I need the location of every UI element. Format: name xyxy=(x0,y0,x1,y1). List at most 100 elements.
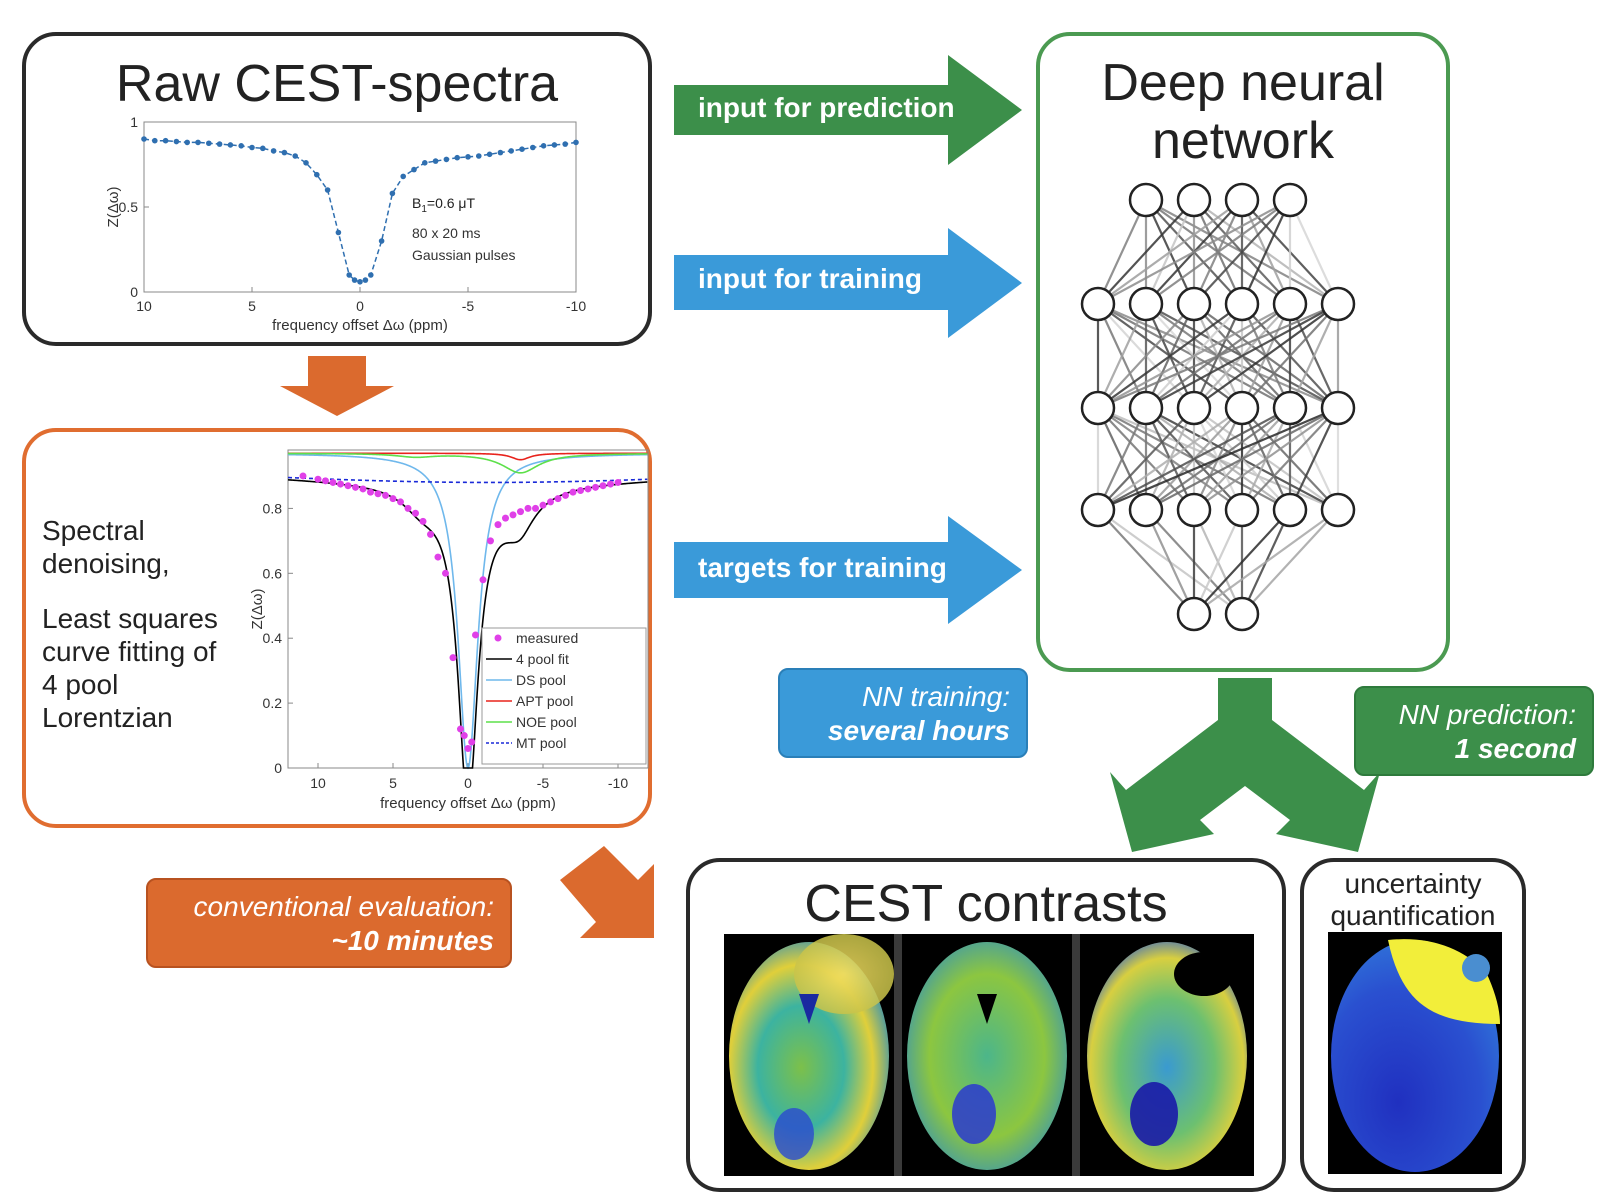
spectrum-point xyxy=(303,160,309,166)
spectrum-point xyxy=(270,148,277,154)
y-axis-label: Z(Δω) xyxy=(106,187,122,228)
uncertainty-panel: uncertainty quantification xyxy=(1300,858,1526,1192)
y-tick-label: 0.4 xyxy=(263,630,283,646)
contrasts-title: CEST contrasts xyxy=(804,875,1168,933)
x-tick-label: 5 xyxy=(248,298,256,314)
legend-label: measured xyxy=(516,630,578,646)
spectrum-point xyxy=(411,166,417,173)
annotation-b1: B1=0.6 μT xyxy=(412,195,476,215)
x-tick-label: -5 xyxy=(537,775,550,791)
x-tick-label: -10 xyxy=(608,775,628,791)
measured-point xyxy=(562,491,569,499)
measured-point xyxy=(464,745,472,753)
network-node xyxy=(1272,492,1308,528)
legend-box xyxy=(481,627,647,765)
network-node xyxy=(1080,492,1116,528)
measured-point xyxy=(577,487,584,495)
arrow-input-prediction xyxy=(674,55,1022,165)
network-node xyxy=(1272,390,1308,426)
legend-label: MT pool xyxy=(516,735,566,751)
nn-training-value: several hours xyxy=(827,715,1010,746)
plot-frame xyxy=(143,121,577,293)
spectrum-point xyxy=(260,145,266,152)
desc-line: 4 pool xyxy=(42,669,119,700)
measured-point xyxy=(367,488,374,496)
spectrum-point xyxy=(368,272,374,278)
network-edge xyxy=(1193,509,1243,615)
measured-point xyxy=(502,514,509,522)
spectrum-point xyxy=(152,137,158,144)
network-node xyxy=(1176,286,1212,322)
arrow-targets-training xyxy=(674,516,1022,624)
x-tick-label: 10 xyxy=(310,775,326,791)
x-axis-label: frequency offset Δω (ppm) xyxy=(272,317,448,334)
measured-point xyxy=(419,517,427,525)
measured-point xyxy=(592,483,599,491)
network-node xyxy=(1080,390,1116,426)
annotation-shape: Gaussian pulses xyxy=(412,247,516,263)
network-edge xyxy=(1193,199,1291,305)
spectrum-point xyxy=(314,171,320,178)
network-node xyxy=(1176,390,1212,426)
legend-label: NOE pool xyxy=(516,714,577,730)
spectrum-point xyxy=(227,142,234,148)
measured-point xyxy=(397,498,404,506)
network-edge xyxy=(1097,407,1243,511)
measured-point xyxy=(352,483,359,491)
network-node xyxy=(1272,286,1308,322)
spectrum-point xyxy=(562,141,568,147)
fit-description: Spectral denoising, Least squares curve … xyxy=(42,514,218,734)
measured-point xyxy=(359,485,367,493)
spectrum-point xyxy=(195,139,201,146)
network-edge xyxy=(1097,199,1291,305)
uncertainty-title: uncertainty quantification xyxy=(1304,868,1522,932)
spectrum-point xyxy=(184,139,190,146)
measured-point xyxy=(584,485,592,493)
network-edge xyxy=(1193,303,1339,409)
network-node xyxy=(1176,182,1212,218)
measured-point xyxy=(517,508,524,516)
network-edge xyxy=(1241,407,1339,511)
spectrum-point xyxy=(362,277,369,283)
measured-point xyxy=(494,521,502,529)
network-node xyxy=(1176,492,1212,528)
nn-training-time: NN training: several hours xyxy=(778,668,1028,758)
y-tick-label: 0.5 xyxy=(119,199,139,215)
network-edge xyxy=(1193,509,1291,615)
network-node xyxy=(1128,182,1164,218)
network-node xyxy=(1224,182,1260,218)
measured-point xyxy=(427,530,434,538)
network-edge xyxy=(1289,407,1339,511)
spectrum-point xyxy=(540,143,547,149)
arrow-diagonal-orange xyxy=(560,846,654,938)
network-edge xyxy=(1097,303,1243,409)
spectrum-point xyxy=(486,151,493,158)
network-title-line2: network xyxy=(1151,112,1335,170)
network-node xyxy=(1224,286,1260,322)
x-axis-label: frequency offset Δω (ppm) xyxy=(380,795,556,812)
legend-label: 4 pool fit xyxy=(516,651,569,667)
network-title: Deep neural network xyxy=(1040,54,1446,170)
measured-point xyxy=(449,654,457,662)
spectrum-point xyxy=(173,138,180,145)
network-node xyxy=(1176,596,1212,632)
network-edge xyxy=(1145,407,1339,511)
measured-point xyxy=(344,482,352,490)
arrow-down-orange xyxy=(280,356,394,416)
measured-point xyxy=(299,472,307,480)
network-edge xyxy=(1097,303,1291,409)
measured-point xyxy=(329,478,337,486)
network-edge xyxy=(1145,199,1291,305)
measured-point xyxy=(569,488,577,496)
spectrum-point xyxy=(497,149,504,156)
uncertainty-title-line2: quantification xyxy=(1330,900,1496,931)
network-edge xyxy=(1241,303,1339,409)
y-tick-label: 1 xyxy=(130,114,138,130)
measured-point xyxy=(532,504,539,512)
spectrum-point xyxy=(530,144,536,151)
fit-panel: Spectral denoising, Least squares curve … xyxy=(22,428,652,828)
